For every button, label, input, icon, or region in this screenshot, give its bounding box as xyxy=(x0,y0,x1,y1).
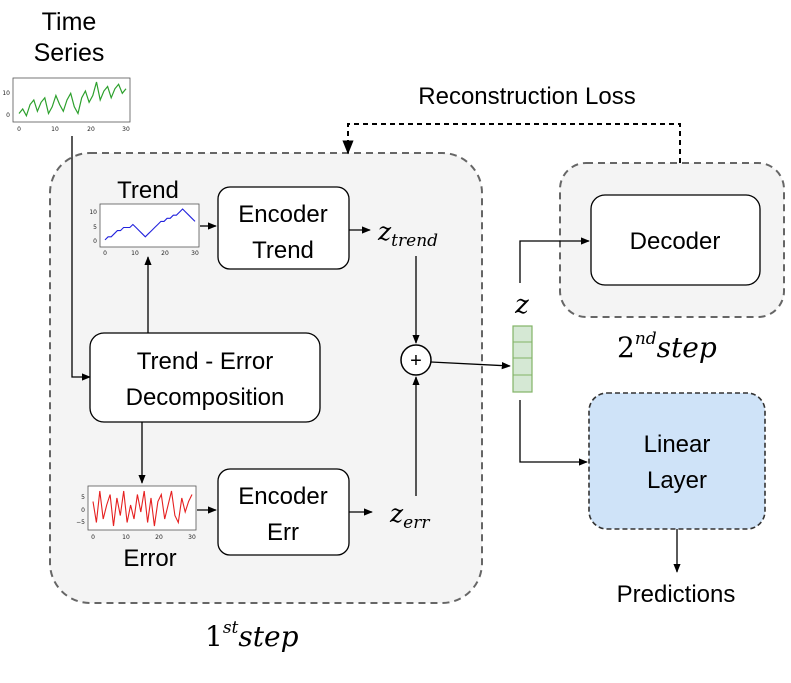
series-ytick: 10 xyxy=(2,90,10,97)
trend-xtick: 20 xyxy=(161,250,169,257)
encoder-err-line1: Encoder xyxy=(238,483,327,510)
step1-label: 1ststep xyxy=(205,618,299,653)
decomposition-line1: Trend - Error xyxy=(137,348,273,375)
input-title-line2: Series xyxy=(34,39,105,67)
sum-to-z-arrow xyxy=(430,361,511,370)
series-line xyxy=(18,81,127,118)
trend-xtick: 30 xyxy=(191,250,199,257)
trend-ytick: 10 xyxy=(89,209,97,216)
input-arrow xyxy=(71,136,91,381)
reconstruction-loss-arrow xyxy=(342,123,681,163)
reconstruction-loss-label: Reconstruction Loss xyxy=(418,83,635,110)
sum-plus: + xyxy=(410,350,422,372)
trend-label: Trend xyxy=(117,177,179,204)
trend-xtick: 10 xyxy=(131,250,139,257)
error-ytick: −5 xyxy=(76,519,85,526)
step2-label: 2ndstep xyxy=(617,329,717,364)
error-xtick: 0 xyxy=(91,534,95,541)
error-label: Error xyxy=(123,545,176,572)
error-thumbnail: 5 0 −5 0 10 20 30 xyxy=(76,485,197,541)
decomposition-line2: Decomposition xyxy=(126,384,285,411)
series-ytick: 0 xyxy=(6,112,10,119)
trend-ytick: 5 xyxy=(93,224,97,231)
decomposition-box xyxy=(89,332,321,423)
trend-ytick: 0 xyxy=(93,238,97,245)
series-xtick: 0 xyxy=(17,126,21,133)
encoder-trend-line2: Trend xyxy=(252,237,314,264)
series-xtick: 10 xyxy=(51,126,59,133)
error-xtick: 30 xyxy=(188,534,196,541)
input-title-line1: Time xyxy=(42,8,97,36)
series-xtick: 20 xyxy=(87,126,95,133)
predictions-label: Predictions xyxy=(617,581,736,608)
z-trend-label: ztrend xyxy=(377,217,438,251)
z-vector xyxy=(512,325,533,393)
time-series-thumbnail: 10 0 0 10 20 30 xyxy=(2,77,131,133)
encoder-trend-box xyxy=(217,186,350,270)
linear-layer-line1: Linear xyxy=(644,431,711,458)
linear-layer-line2: Layer xyxy=(647,467,707,494)
z-to-linear-arrow xyxy=(519,400,588,466)
encoder-err-line2: Err xyxy=(267,519,299,546)
encoder-trend-line1: Encoder xyxy=(238,201,327,228)
error-xtick: 20 xyxy=(155,534,163,541)
trend-thumbnail: 10 5 0 0 10 20 30 xyxy=(89,203,200,257)
decoder-box xyxy=(590,194,761,286)
decoder-label: Decoder xyxy=(630,228,721,255)
trend-line xyxy=(104,208,196,241)
error-ytick: 0 xyxy=(81,507,85,514)
error-ytick: 5 xyxy=(81,494,85,501)
series-xtick: 30 xyxy=(122,126,130,133)
error-xtick: 10 xyxy=(122,534,130,541)
z-err-label: zerr xyxy=(389,499,430,533)
z-label: z xyxy=(514,290,529,320)
z-to-decoder-arrow xyxy=(519,237,590,283)
linear-layer-box xyxy=(588,392,766,530)
sum-node xyxy=(400,344,432,376)
trend-xtick: 0 xyxy=(103,250,107,257)
error-line xyxy=(92,490,193,527)
